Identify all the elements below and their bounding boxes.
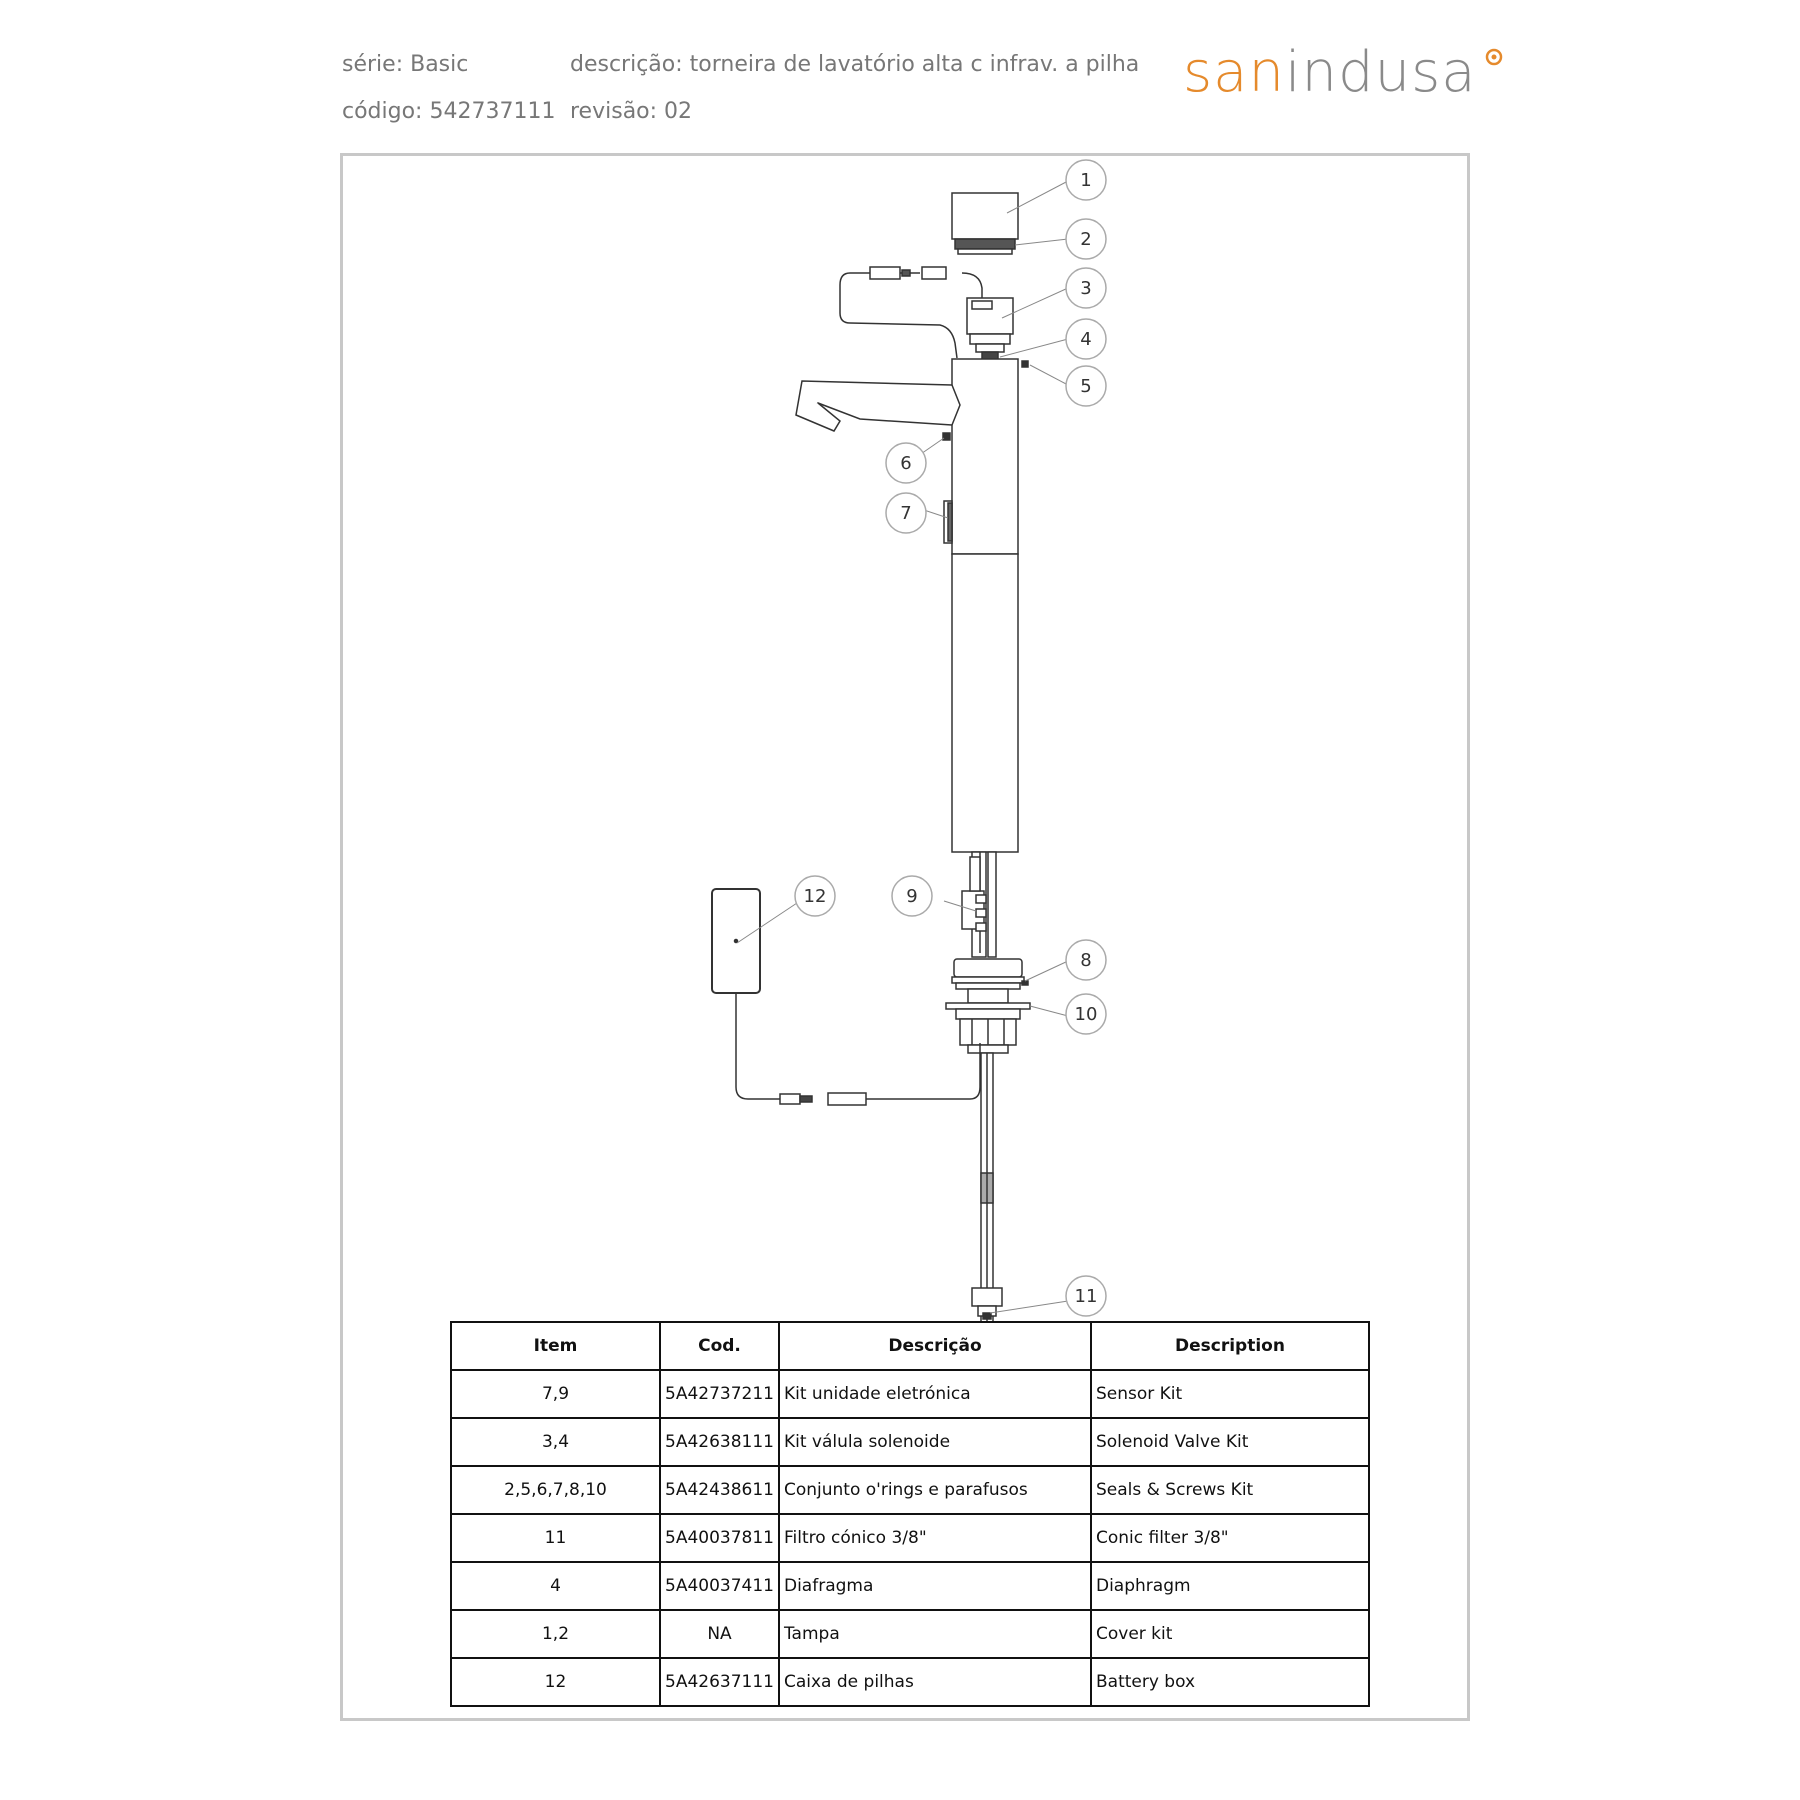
part-conic-filter [971, 1287, 1003, 1320]
svg-text:1: 1 [1080, 170, 1091, 191]
callout-6: 6 [885, 442, 927, 484]
table-row: 2,5,6,7,8,10 5A42438611 Conjunto o'rings… [450, 1465, 1370, 1515]
table-row: 11 5A40037811 Filtro cónico 3/8" Conic f… [450, 1513, 1370, 1563]
part-solenoid-valve [966, 297, 1014, 361]
svg-text:11: 11 [1075, 1286, 1098, 1307]
cell-descricao: Caixa de pilhas [777, 1657, 1092, 1707]
svg-text:12: 12 [804, 886, 827, 907]
cell-description: Seals & Screws Kit [1089, 1465, 1370, 1515]
serie-label: série: Basic [342, 52, 469, 77]
table-header-row: Item Cod. Descrição Description [450, 1321, 1370, 1371]
cell-cod: 5A42438611 [659, 1465, 780, 1515]
table-row: 1,2 NA Tampa Cover kit [450, 1609, 1370, 1659]
cell-cod: NA [659, 1609, 780, 1659]
cell-description: Cover kit [1089, 1609, 1370, 1659]
code-label: código: 542737111 [342, 99, 556, 124]
cell-cod: 5A42737211 [659, 1369, 780, 1419]
part-faucet-body [795, 358, 1019, 853]
cell-item: 12 [450, 1657, 661, 1707]
callout-7: 7 [885, 492, 927, 534]
cell-item: 3,4 [450, 1417, 661, 1467]
table-row: 7,9 5A42737211 Kit unidade eletrónica Se… [450, 1369, 1370, 1419]
cell-item: 2,5,6,7,8,10 [450, 1465, 661, 1515]
svg-text:2: 2 [1080, 229, 1091, 250]
callout-labels: 1 2 3 4 5 6 7 8 9 10 11 12 [794, 159, 1107, 1317]
callout-4: 4 [1065, 318, 1107, 360]
svg-text:9: 9 [906, 886, 917, 907]
cell-cod: 5A42638111 [659, 1417, 780, 1467]
column-header-item: Item [450, 1321, 661, 1371]
table-row: 12 5A42637111 Caixa de pilhas Battery bo… [450, 1657, 1370, 1707]
logo-text-indusa: indusa [1284, 40, 1477, 105]
cell-item: 1,2 [450, 1609, 661, 1659]
table-row: 3,4 5A42638111 Kit válula solenoide Sole… [450, 1417, 1370, 1467]
table-row: 4 5A40037411 Diafragma Diaphragm [450, 1561, 1370, 1611]
cell-cod: 5A42637111 [659, 1657, 780, 1707]
cell-item: 11 [450, 1513, 661, 1563]
callout-5: 5 [1065, 365, 1107, 407]
svg-text:4: 4 [1080, 329, 1091, 350]
cell-descricao: Filtro cónico 3/8" [777, 1513, 1092, 1563]
parts-table: Item Cod. Descrição Description 7,9 5A42… [450, 1321, 1370, 1707]
svg-text:10: 10 [1075, 1004, 1098, 1025]
cell-item: 4 [450, 1561, 661, 1611]
drawing-frame [340, 153, 1470, 1721]
logo-mark-icon [1485, 48, 1503, 66]
cell-cod: 5A40037811 [659, 1513, 780, 1563]
svg-text:3: 3 [1080, 278, 1091, 299]
part-cover-cap [951, 192, 1019, 255]
cell-descricao: Conjunto o'rings e parafusos [777, 1465, 1092, 1515]
revision-label: revisão: 02 [570, 99, 693, 124]
cell-description: Solenoid Valve Kit [1089, 1417, 1370, 1467]
callout-3: 3 [1065, 267, 1107, 309]
part-flexible-hose [980, 1052, 994, 1323]
cell-cod: 5A40037411 [659, 1561, 780, 1611]
cell-description: Conic filter 3/8" [1089, 1513, 1370, 1563]
description-label: descrição: torneira de lavatório alta c … [570, 52, 1140, 77]
column-header-cod: Cod. [659, 1321, 780, 1371]
cell-description: Diaphragm [1089, 1561, 1370, 1611]
sanindusa-logo: sanindusa [1183, 40, 1513, 105]
cell-descricao: Tampa [777, 1609, 1092, 1659]
part-battery-box [711, 888, 981, 1106]
svg-text:6: 6 [900, 453, 911, 474]
logo-text-san: san [1183, 40, 1285, 105]
part-base-gasket [945, 958, 1031, 1054]
callout-10: 10 [1065, 993, 1107, 1035]
callout-2: 2 [1065, 218, 1107, 260]
cell-description: Battery box [1089, 1657, 1370, 1707]
column-header-description: Description [1089, 1321, 1370, 1371]
exploded-view-drawing: 1 2 3 4 5 6 7 8 9 10 11 12 [711, 159, 1107, 1323]
callout-11: 11 [1065, 1275, 1107, 1317]
callout-1: 1 [1065, 159, 1107, 201]
callout-9: 9 [891, 875, 933, 917]
svg-text:7: 7 [900, 503, 911, 524]
part-screw-top [1021, 360, 1029, 368]
cell-descricao: Kit válula solenoide [777, 1417, 1092, 1467]
part-solenoid-cable [839, 266, 983, 359]
cell-descricao: Kit unidade eletrónica [777, 1369, 1092, 1419]
svg-text:8: 8 [1080, 950, 1091, 971]
cell-description: Sensor Kit [1089, 1369, 1370, 1419]
callout-12: 12 [794, 875, 836, 917]
column-header-descricao: Descrição [777, 1321, 1092, 1371]
callout-8: 8 [1065, 939, 1107, 981]
svg-text:5: 5 [1080, 376, 1091, 397]
cell-item: 7,9 [450, 1369, 661, 1419]
cell-descricao: Diafragma [777, 1561, 1092, 1611]
